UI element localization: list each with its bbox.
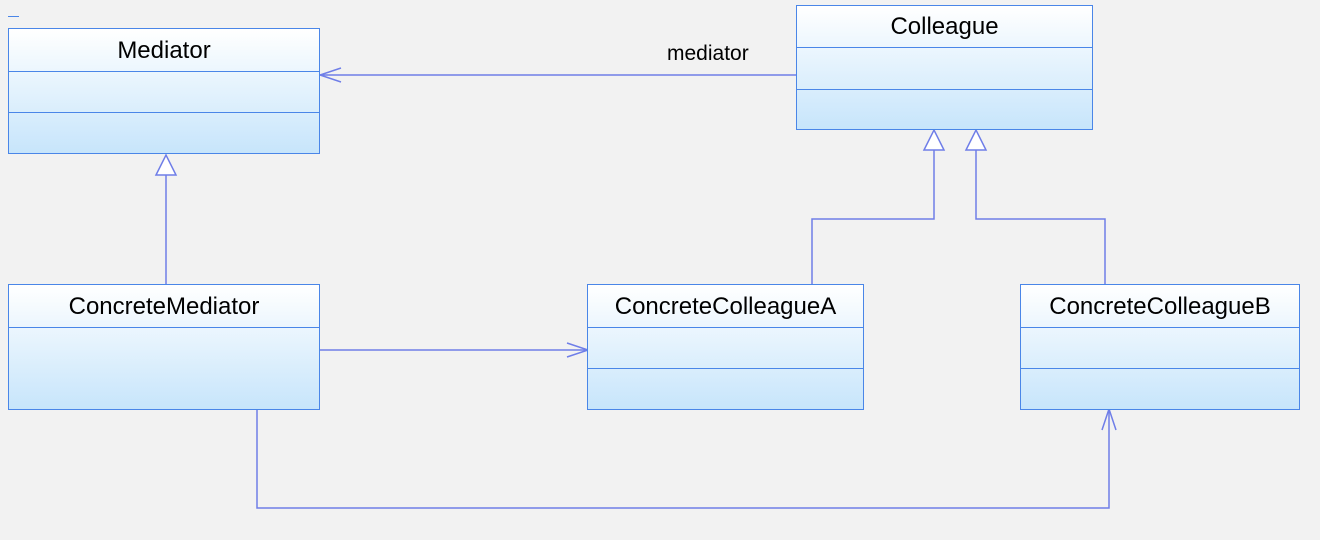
- operations-compartment: [797, 90, 1092, 129]
- attributes-compartment: [9, 72, 319, 113]
- class-name-concrete-mediator: ConcreteMediator: [9, 285, 319, 328]
- association-concretemediator-to-concretecolleaguea[interactable]: [319, 342, 591, 358]
- operations-compartment: [9, 113, 319, 153]
- hollow-triangle-icon: [922, 128, 946, 151]
- attributes-compartment: [1021, 328, 1299, 369]
- hollow-triangle-icon: [964, 128, 988, 151]
- operations-compartment: [1021, 369, 1299, 409]
- class-name-colleague: Colleague: [797, 6, 1092, 48]
- class-name-concrete-colleague-b: ConcreteColleagueB: [1021, 285, 1299, 328]
- class-box-colleague[interactable]: Colleague: [796, 5, 1093, 130]
- attributes-compartment: [588, 328, 863, 369]
- class-box-mediator[interactable]: Mediator: [8, 28, 320, 154]
- generalization-concretecolleagueb-to-colleague[interactable]: [964, 128, 1106, 284]
- class-box-concrete-colleague-a[interactable]: ConcreteColleagueA: [587, 284, 864, 410]
- operations-compartment: [588, 369, 863, 409]
- generalization-concretemediator-to-mediator[interactable]: [154, 153, 178, 284]
- body-compartment: [9, 328, 319, 411]
- association-concretemediator-to-concretecolleagueb[interactable]: [256, 406, 1117, 509]
- association-colleague-to-mediator[interactable]: [317, 67, 797, 83]
- class-name-mediator: Mediator: [9, 29, 319, 72]
- hollow-triangle-icon: [154, 153, 178, 176]
- class-name-concrete-colleague-a: ConcreteColleagueA: [588, 285, 863, 328]
- association-role-label: mediator: [667, 42, 749, 65]
- generalization-concretecolleaguea-to-colleague[interactable]: [811, 128, 946, 284]
- class-box-concrete-colleague-b[interactable]: ConcreteColleagueB: [1020, 284, 1300, 410]
- corner-mark: [8, 16, 19, 17]
- open-arrowhead-icon: [317, 67, 342, 83]
- attributes-compartment: [797, 48, 1092, 90]
- class-box-concrete-mediator[interactable]: ConcreteMediator: [8, 284, 320, 410]
